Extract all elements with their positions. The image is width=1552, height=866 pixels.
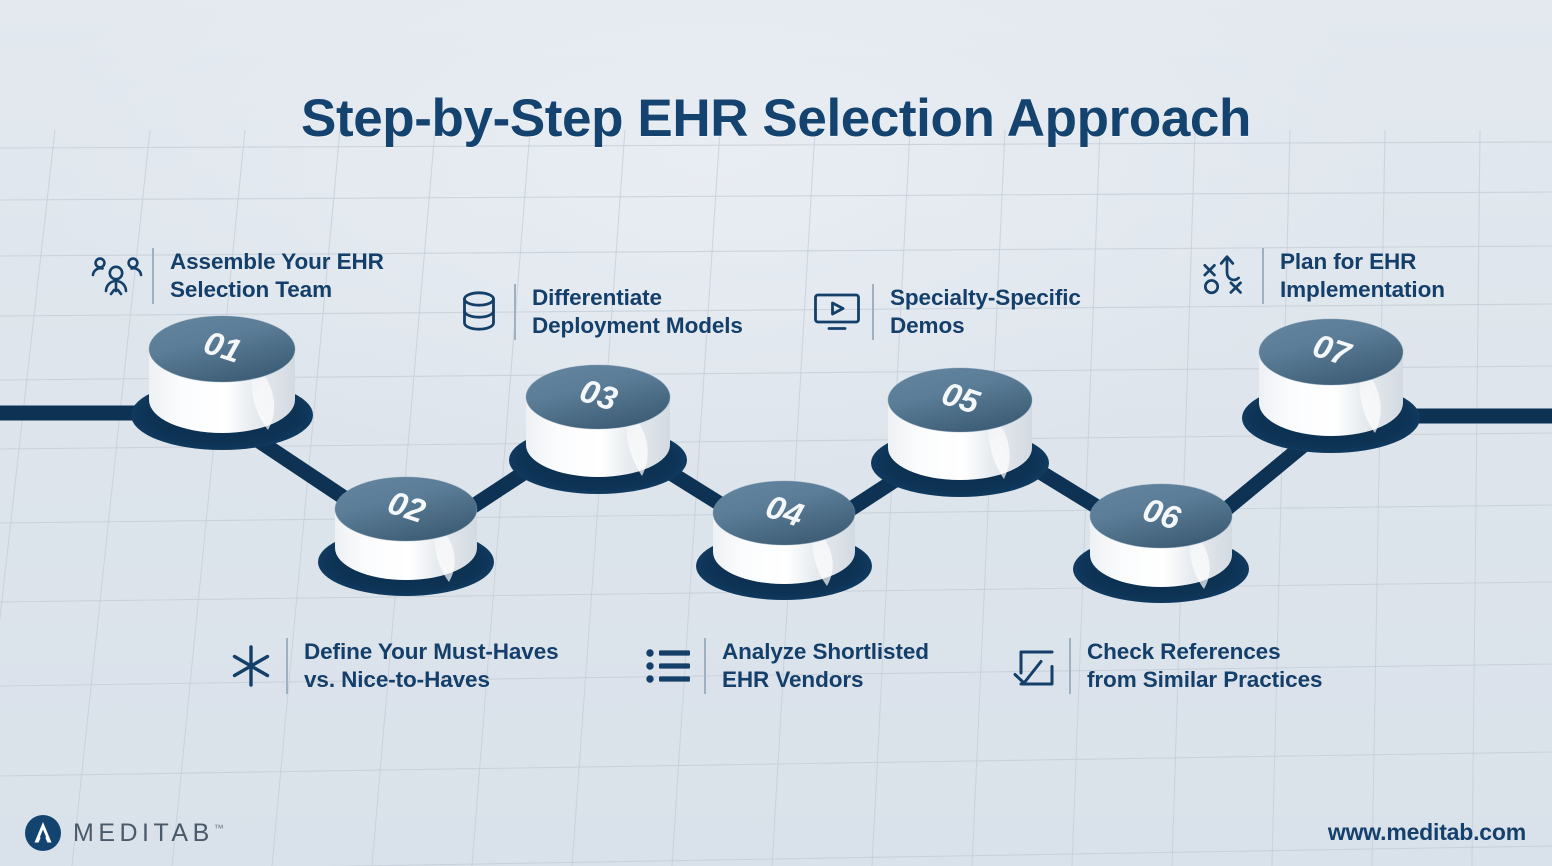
step-label-06[interactable]: Check References from Similar Practices [1005,637,1323,695]
bulleted-list-icon [640,637,698,695]
asterisk-star-icon [222,637,280,695]
step-cylinder-06[interactable]: 06 [1073,483,1249,603]
step-label-text-06: Check References from Similar Practices [1087,638,1323,692]
step-cylinder-05[interactable]: 05 [871,367,1049,497]
meditab-mark-icon [24,814,62,852]
step-cylinder-02[interactable]: 02 [318,476,494,596]
label-divider [1069,638,1071,694]
step-label-05[interactable]: Specialty-Specific Demos [808,283,1081,341]
website-url[interactable]: www.meditab.com [1327,819,1526,845]
label-divider [514,284,516,340]
database-stack-icon [450,283,508,341]
meditab-logo[interactable]: MEDITAB™ [24,814,224,852]
step-label-07[interactable]: Plan for EHR Implementation [1198,247,1445,305]
strategy-playbook-icon [1198,247,1256,305]
step-label-01[interactable]: Assemble Your EHR Selection Team [88,247,384,305]
step-label-03[interactable]: Differentiate Deployment Models [450,283,743,341]
step-label-text-02: Define Your Must-Haves vs. Nice-to-Haves [304,638,559,692]
step-label-02[interactable]: Define Your Must-Haves vs. Nice-to-Haves [222,637,559,695]
step-cylinder-01[interactable]: 01 [131,315,313,450]
monitor-play-icon [808,283,866,341]
label-divider [152,248,154,304]
label-divider [1262,248,1264,304]
step-cylinder-07[interactable]: 07 [1242,318,1420,453]
label-divider [872,284,874,340]
page-title: Step-by-Step EHR Selection Approach [301,89,1251,148]
trademark-symbol: ™ [213,823,224,835]
step-label-text-07: Plan for EHR Implementation [1280,248,1445,302]
step-label-text-04: Analyze Shortlisted EHR Vendors [722,638,929,692]
label-divider [704,638,706,694]
step-label-text-03: Differentiate Deployment Models [532,284,743,338]
people-team-icon [88,247,146,305]
checkbox-check-icon [1005,637,1063,695]
step-cylinder-04[interactable]: 04 [696,480,872,600]
meditab-wordmark-text: MEDITAB [73,818,214,847]
step-label-text-01: Assemble Your EHR Selection Team [170,248,384,302]
step-label-text-05: Specialty-Specific Demos [890,284,1081,338]
step-label-04[interactable]: Analyze Shortlisted EHR Vendors [640,637,929,695]
label-divider [286,638,288,694]
step-cylinder-03[interactable]: 03 [509,364,687,494]
meditab-wordmark: MEDITAB™ [73,819,224,848]
